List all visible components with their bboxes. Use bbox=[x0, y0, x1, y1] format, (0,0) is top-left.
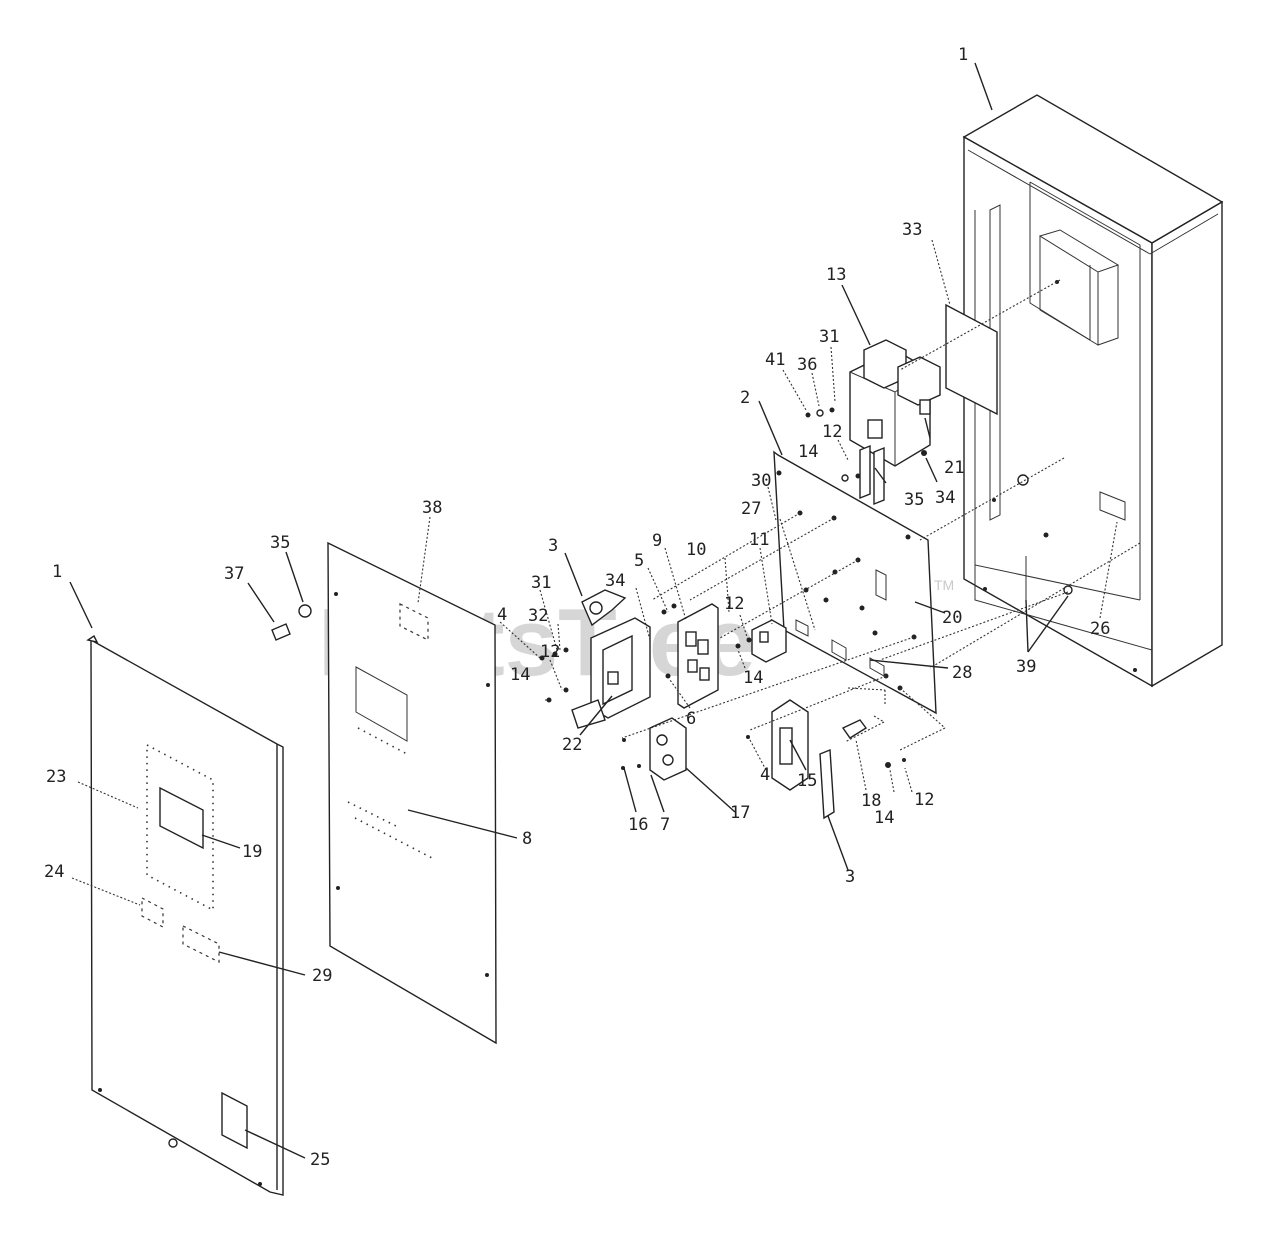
callout-14a: 14 bbox=[798, 442, 818, 462]
callout-31a: 31 bbox=[819, 327, 839, 347]
callout-labels: 1 33 13 31 41 36 12 14 21 35 34 2 30 27 … bbox=[44, 45, 1110, 1170]
callout-leaders bbox=[69, 62, 1118, 1159]
callout-37: 37 bbox=[224, 564, 244, 584]
callout-15: 15 bbox=[797, 771, 817, 791]
callout-1-enclosure: 1 bbox=[958, 45, 968, 65]
callout-13: 13 bbox=[826, 265, 846, 285]
callout-25: 25 bbox=[310, 1150, 330, 1170]
callout-39: 39 bbox=[1016, 657, 1036, 677]
callout-21: 21 bbox=[944, 458, 964, 478]
callout-20: 20 bbox=[942, 608, 962, 628]
callout-16: 16 bbox=[628, 815, 648, 835]
callout-14d: 14 bbox=[874, 808, 894, 828]
callout-31b: 31 bbox=[531, 573, 551, 593]
terminal-board bbox=[661, 603, 719, 709]
callout-27: 27 bbox=[741, 499, 761, 519]
callout-14b: 14 bbox=[510, 665, 530, 685]
contactor-assembly bbox=[805, 303, 998, 506]
callout-12b: 12 bbox=[540, 642, 560, 662]
callout-29: 29 bbox=[312, 966, 332, 986]
handle-assembly bbox=[746, 699, 809, 791]
callout-35a: 35 bbox=[904, 490, 924, 510]
callout-36: 36 bbox=[797, 355, 817, 375]
callout-34a: 34 bbox=[935, 488, 955, 508]
callout-5: 5 bbox=[634, 551, 644, 571]
callout-7: 7 bbox=[660, 815, 670, 835]
callout-28: 28 bbox=[952, 663, 972, 683]
inner-cover-panel bbox=[327, 541, 497, 1045]
callout-32: 32 bbox=[528, 606, 548, 626]
callout-12a: 12 bbox=[822, 422, 842, 442]
circuit-breaker-assembly bbox=[539, 589, 651, 729]
callout-35b: 35 bbox=[270, 533, 290, 553]
callout-3b: 3 bbox=[845, 867, 855, 887]
callout-2: 2 bbox=[740, 388, 750, 408]
mounting-plate bbox=[773, 450, 937, 715]
callout-11: 11 bbox=[749, 530, 769, 550]
assembly-lines bbox=[621, 279, 1141, 751]
watermark-trademark: TM bbox=[934, 577, 954, 593]
callout-22: 22 bbox=[562, 735, 582, 755]
callout-33: 33 bbox=[902, 220, 922, 240]
callout-1-door: 1 bbox=[52, 562, 62, 582]
callout-14c: 14 bbox=[743, 668, 763, 688]
callout-18: 18 bbox=[861, 791, 881, 811]
callout-26: 26 bbox=[1090, 619, 1110, 639]
bracket-3 bbox=[819, 719, 906, 820]
callout-19: 19 bbox=[242, 842, 262, 862]
fuse-holder bbox=[621, 717, 687, 781]
door-panel bbox=[86, 634, 284, 1196]
callout-41: 41 bbox=[765, 350, 785, 370]
door-hardware bbox=[271, 604, 312, 641]
callout-6: 6 bbox=[686, 709, 696, 729]
callout-17: 17 bbox=[730, 803, 750, 823]
callout-8: 8 bbox=[522, 829, 532, 849]
callout-4b: 4 bbox=[760, 765, 770, 785]
callout-38: 38 bbox=[422, 498, 442, 518]
callout-12d: 12 bbox=[914, 790, 934, 810]
callout-9: 9 bbox=[652, 531, 662, 551]
callout-4a: 4 bbox=[497, 605, 507, 625]
callout-24: 24 bbox=[44, 862, 64, 882]
callout-3a: 3 bbox=[548, 536, 558, 556]
callout-30: 30 bbox=[751, 471, 771, 491]
callout-10: 10 bbox=[686, 540, 706, 560]
callout-12c: 12 bbox=[724, 594, 744, 614]
callout-23: 23 bbox=[46, 767, 66, 787]
enclosure-box bbox=[962, 94, 1224, 688]
callout-34b: 34 bbox=[605, 571, 625, 591]
